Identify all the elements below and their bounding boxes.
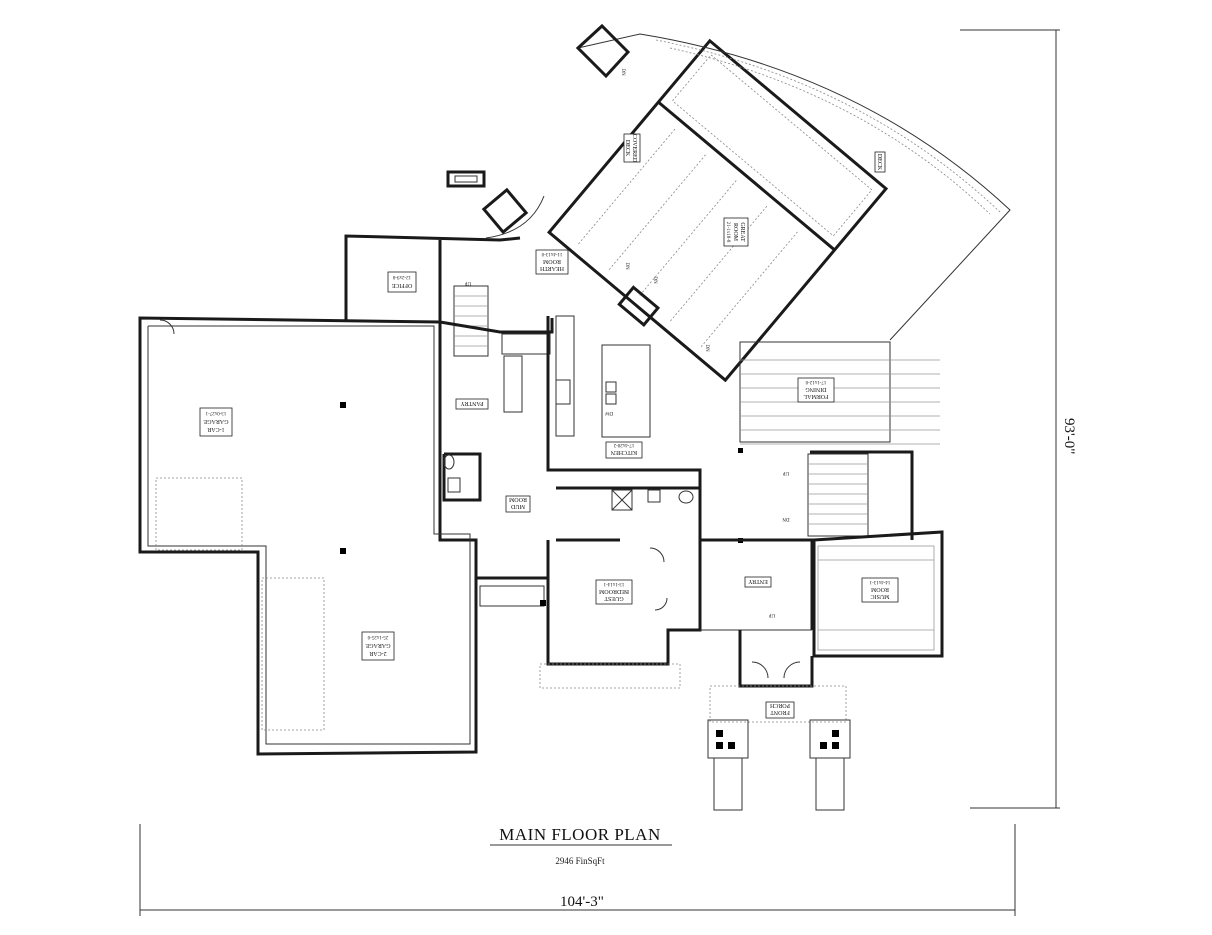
svg-text:GARAGE: GARAGE	[365, 642, 390, 648]
annotation-dn-stair-core: DN	[782, 516, 790, 521]
svg-text:17-1x12-0: 17-1x12-0	[805, 379, 826, 384]
room-label-garage-2: 2-CAR GARAGE 25-1x25-0	[361, 631, 395, 661]
room-label-great-room: GREAT ROOM 21-1x18-8	[723, 217, 749, 247]
annotation-up-office-stair: UP	[465, 280, 472, 285]
svg-text:DECK: DECK	[624, 140, 630, 157]
svg-text:GARAGE: GARAGE	[203, 418, 228, 424]
annotation-dn-great-room-bottom: DN	[704, 344, 709, 352]
plan-title: MAIN FLOOR PLAN	[499, 825, 660, 844]
entry-walls	[700, 530, 944, 811]
svg-text:COVERED: COVERED	[631, 134, 637, 163]
svg-text:ROOM: ROOM	[732, 223, 738, 242]
svg-text:GREAT: GREAT	[739, 222, 745, 242]
svg-text:ENTRY: ENTRY	[748, 578, 768, 584]
plan-subtitle: 2946 FinSqFt	[555, 856, 605, 866]
room-label-hearth-room: HEARTH ROOM 11-4x13-0	[535, 249, 569, 275]
svg-text:ROOM: ROOM	[542, 258, 561, 264]
room-label-covered-deck: COVERED DECK	[623, 133, 641, 163]
width-dimension-label: 104'-3"	[560, 894, 604, 910]
svg-text:17-4x20-2: 17-4x20-2	[613, 442, 634, 447]
svg-text:BEDROOM: BEDROOM	[598, 588, 629, 594]
office-wing-walls	[344, 170, 545, 357]
room-label-office: OFFICE 12-2x9-8	[387, 271, 417, 293]
svg-text:1-CAR: 1-CAR	[207, 426, 224, 432]
annotation-dn-great-room-mid: DN	[652, 276, 657, 284]
svg-text:KITCHEN: KITCHEN	[610, 449, 637, 455]
room-label-music-room: MUSIC ROOM 14-4x13-1	[861, 577, 899, 603]
stair-core	[807, 450, 914, 540]
great-room-block	[547, 38, 889, 383]
svg-text:FRONT: FRONT	[770, 709, 790, 715]
svg-text:MUSIC: MUSIC	[870, 593, 889, 599]
svg-text:25-1x25-0: 25-1x25-0	[367, 634, 388, 639]
room-label-deck: DECK	[874, 151, 886, 173]
room-label-pantry: PANTRY	[455, 398, 489, 410]
room-label-kitchen: KITCHEN 17-4x20-2	[605, 441, 643, 459]
deck-outline	[575, 23, 1011, 341]
guest-bedroom-walls	[539, 538, 702, 689]
kitchen-wing-walls	[439, 315, 702, 607]
annotation-up-entry: UP	[769, 612, 776, 617]
svg-text:GUEST: GUEST	[604, 595, 624, 601]
svg-text:DINING: DINING	[805, 386, 827, 392]
svg-text:PANTRY: PANTRY	[460, 400, 484, 406]
svg-text:MUD: MUD	[510, 503, 525, 509]
annotation-dn-deck-stair: DN	[620, 68, 625, 76]
formal-dining-area	[738, 341, 940, 543]
room-label-formal-dining: FORMAL DINING 17-1x12-0	[797, 377, 835, 403]
svg-text:FORMAL: FORMAL	[803, 393, 828, 399]
svg-text:2-CAR: 2-CAR	[369, 650, 386, 656]
svg-text:11-4x13-0: 11-4x13-0	[541, 251, 562, 256]
room-label-entry: ENTRY	[744, 576, 772, 588]
room-label-front-porch: FRONT PORCH	[765, 701, 795, 719]
svg-text:21-1x18-8: 21-1x18-8	[725, 222, 730, 243]
svg-text:13-0x27-1: 13-0x27-1	[205, 410, 226, 415]
svg-text:14-4x13-1: 14-4x13-1	[869, 579, 890, 584]
svg-text:13-1x14-1: 13-1x14-1	[603, 581, 624, 586]
room-label-guest-bedroom: GUEST BEDROOM 13-1x14-1	[595, 579, 633, 605]
svg-text:12-2x9-8: 12-2x9-8	[392, 274, 411, 279]
svg-text:ROOM: ROOM	[508, 496, 527, 502]
svg-text:PORCH: PORCH	[769, 702, 790, 708]
svg-text:ROOM: ROOM	[870, 586, 889, 592]
room-label-garage-1: 1-CAR GARAGE 13-0x27-1	[199, 407, 233, 437]
room-label-mud-room: MUD ROOM	[505, 495, 531, 513]
garage-walls	[138, 316, 478, 756]
svg-text:DECK: DECK	[876, 154, 882, 171]
annotation-dn-great-room-left: DN	[624, 262, 629, 270]
svg-text:HEARTH: HEARTH	[539, 265, 564, 271]
depth-dimension-label: 93'-0"	[1061, 418, 1077, 454]
dimension-lines	[139, 29, 1060, 916]
annotation-dw: DW	[605, 410, 614, 415]
svg-text:OFFICE: OFFICE	[391, 282, 412, 288]
annotation-up-stair-core: UP	[783, 470, 790, 475]
